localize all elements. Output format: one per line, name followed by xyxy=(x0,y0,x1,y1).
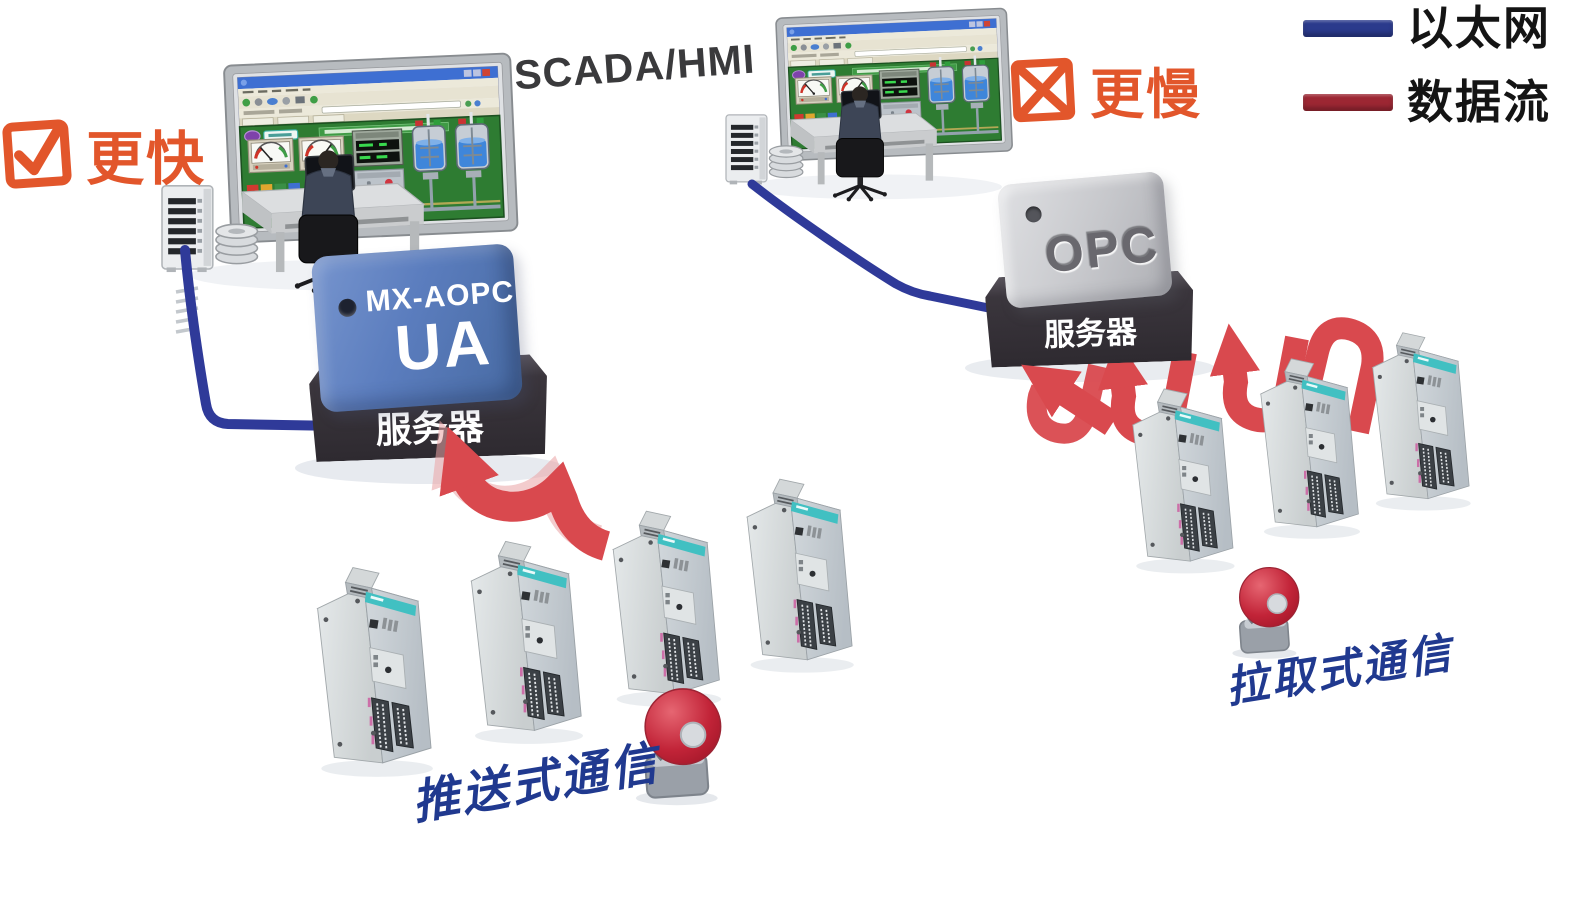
scada-workstation-right xyxy=(724,6,1014,203)
slower-badge: 更慢 xyxy=(1010,50,1202,129)
legend-item-dataflow: 数据流 xyxy=(1303,74,1551,130)
io-device-left-3 xyxy=(612,510,722,708)
check-mark xyxy=(14,125,63,176)
faster-label: 更快 xyxy=(86,127,207,192)
ethernet-cable-right xyxy=(747,179,1013,317)
check-icon xyxy=(1,118,73,190)
dataflow-line-swatch xyxy=(1303,93,1393,111)
ua-server-box: MX-AOPC UA xyxy=(310,243,524,413)
legend-item-ethernet: 以太网 xyxy=(1303,0,1551,56)
io-device-right-1 xyxy=(1132,388,1236,575)
opc-server-peg xyxy=(1024,205,1043,224)
io-device-right-2 xyxy=(1260,357,1361,540)
faster-badge: 更快 xyxy=(1,112,207,196)
opc-server-base-label: 服务器 xyxy=(1043,314,1138,353)
opc-server-box: OPC xyxy=(996,171,1174,309)
io-device-left-2 xyxy=(470,540,584,745)
io-device-left-1 xyxy=(316,566,434,778)
ethernet-cable-left xyxy=(175,245,345,431)
ua-server-product-name-2: UA xyxy=(392,305,494,385)
ethernet-line-swatch xyxy=(1303,19,1393,37)
ua-server-peg xyxy=(337,298,358,318)
legend-label-ethernet: 以太网 xyxy=(1407,2,1551,54)
pull-arrow-u3 xyxy=(1291,317,1384,435)
io-device-right-3 xyxy=(1371,331,1472,512)
legend-label-dataflow: 数据流 xyxy=(1407,76,1551,128)
opc-server-title: OPC xyxy=(1042,215,1162,284)
slower-label: 更慢 xyxy=(1090,65,1202,125)
io-device-left-4 xyxy=(746,478,855,674)
x-mark xyxy=(1016,62,1070,117)
x-icon xyxy=(1010,56,1076,123)
